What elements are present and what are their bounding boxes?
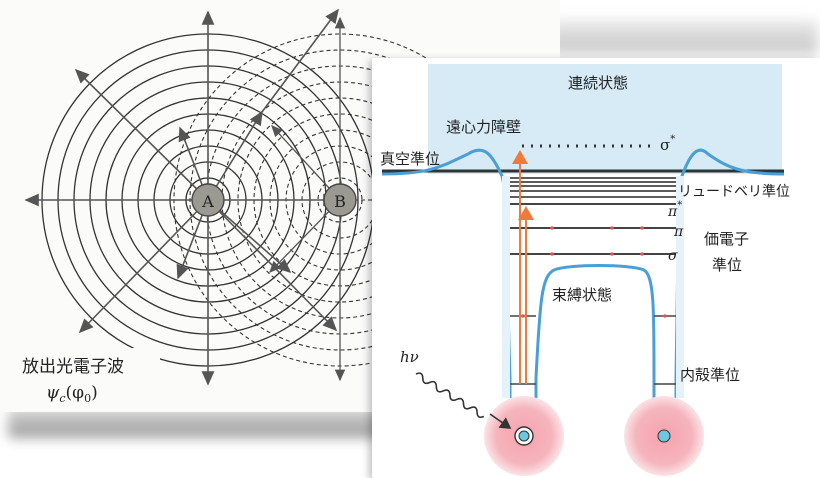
caption-psi: ψc(φ0) [46, 383, 98, 405]
valence-label: 価電子 [704, 230, 749, 248]
continuum-region [428, 64, 782, 174]
emission-arrows [24, 8, 339, 386]
atom-a: A [191, 183, 225, 217]
photoelectron-wave-diagram: A B 放出光電子波 ψc(φ0) [22, 8, 507, 405]
atom-right [624, 396, 704, 476]
atom-a-label: A [201, 192, 214, 211]
vacuum-level-label: 真空準位 [380, 150, 440, 168]
sigma-star-label: σ* [660, 134, 675, 154]
valence-electrons [550, 226, 644, 256]
atom-b-label: B [334, 192, 346, 211]
pi-label: π [673, 224, 684, 240]
photon-arrow [489, 413, 512, 429]
pi-star-label: π* [667, 200, 682, 220]
rydberg-levels [510, 177, 676, 198]
bound-state-label: 束縛状態 [552, 286, 612, 304]
sigma-label: σ [668, 248, 678, 264]
barrier-label: 遠心力障壁 [446, 118, 521, 136]
atom-b: B [323, 183, 357, 217]
energy-level-panel: 連続状態 遠心力障壁 真空準位 σ* リュードベリ準位 [372, 58, 820, 478]
core-level-label: 内殻準位 [680, 366, 740, 384]
excitation-arrows [512, 150, 534, 384]
energy-level-diagram: 連続状態 遠心力障壁 真空準位 σ* リュードベリ準位 [380, 64, 790, 476]
valence-label-2: 準位 [712, 256, 742, 274]
scatter-arrows [269, 16, 346, 382]
valence-levels [510, 203, 676, 255]
caption-title: 放出光電子波 [22, 357, 124, 377]
rydberg-label: リュードベリ準位 [678, 184, 790, 200]
atom-left [484, 396, 564, 476]
photon-wave [415, 372, 485, 419]
photon-label: hν [400, 348, 419, 366]
continuum-label: 連続状態 [568, 74, 628, 92]
